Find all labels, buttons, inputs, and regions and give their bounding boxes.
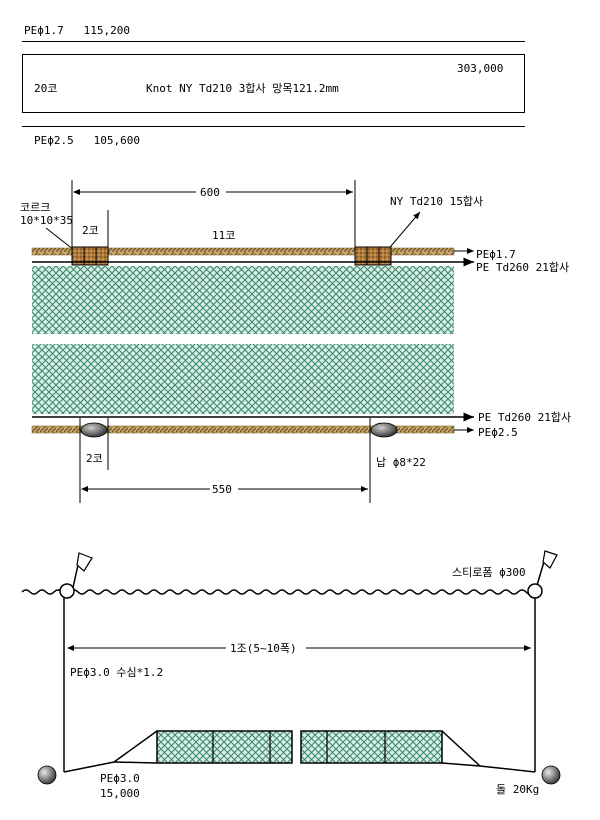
cork-float-left (71, 246, 109, 266)
anchor-line-left (63, 730, 158, 773)
buoy-right (527, 583, 543, 599)
head-rope-price: 115,200 (83, 24, 130, 37)
anchor-weight-label: 돌 20Kg (496, 783, 539, 796)
set-net-panel-right (300, 730, 443, 764)
net-material-desc: Knot NY Td210 3합사 망목121.2mm (146, 82, 339, 95)
foot-rope-spec: PEϕ2.5 (34, 134, 74, 147)
sinker-label: 납 ϕ8*22 (376, 456, 426, 469)
netting-lower (32, 344, 454, 414)
flag-right-icon (542, 550, 558, 569)
net-mesh-count: 20코 (34, 82, 58, 95)
foot-rope-label: PEϕ2.5 (478, 426, 518, 439)
flag-left-icon (76, 552, 93, 572)
vertical-line-label: PEϕ3.0 수심*1.2 (70, 666, 163, 679)
net-price: 303,000 (457, 62, 504, 75)
head-line-label: PE Td260 21합사 (476, 261, 569, 274)
sinker-mesh-count-label: 2코 (86, 452, 103, 465)
sinker-right (370, 422, 398, 438)
foot-rope-price: 105,600 (93, 134, 140, 147)
cork-float-right (354, 246, 392, 266)
anchor-line-spec-label: PEϕ3.0 (100, 772, 140, 785)
cork-size-label: 10*10*35 (20, 214, 73, 227)
buoy-label: 스티로폼 ϕ300 (452, 566, 526, 579)
cork-leader (45, 227, 75, 251)
anchor-line-length-label: 15,000 (100, 787, 140, 800)
foot-line-label: PE Td260 21합사 (478, 411, 571, 424)
float-spacing-label: 600 (200, 186, 220, 199)
anchor-stone-right-icon (541, 765, 561, 785)
net-spec-box (22, 54, 525, 113)
float-tie-label: NY Td210 15합사 (390, 195, 483, 208)
head-rope-label: PEϕ1.7 (476, 248, 516, 261)
foot-rope-price-spec: PEϕ2.5 105,600 (34, 134, 140, 147)
set-span-label: 1조(5~10폭) (230, 642, 297, 655)
divider-top (22, 41, 525, 42)
divider-bottom (22, 126, 525, 127)
sea-surface-wave (21, 589, 543, 595)
set-net-panel-left (156, 730, 293, 764)
anchor-stone-left-icon (37, 765, 57, 785)
float-mesh-count-label: 2코 (82, 224, 99, 237)
mid-mesh-count-label: 11코 (212, 229, 235, 242)
anchor-line-right (441, 730, 536, 773)
head-rope-spec: PEϕ1.7 (24, 24, 64, 37)
sinker-spacing-label: 550 (212, 483, 232, 496)
float-tie-leader (384, 211, 421, 254)
netting-upper (32, 266, 454, 334)
head-rope-price-spec: PEϕ1.7 115,200 (24, 24, 130, 37)
cork-label: 코르크 (20, 201, 50, 214)
buoy-left (59, 583, 75, 599)
sinker-left (80, 422, 108, 438)
